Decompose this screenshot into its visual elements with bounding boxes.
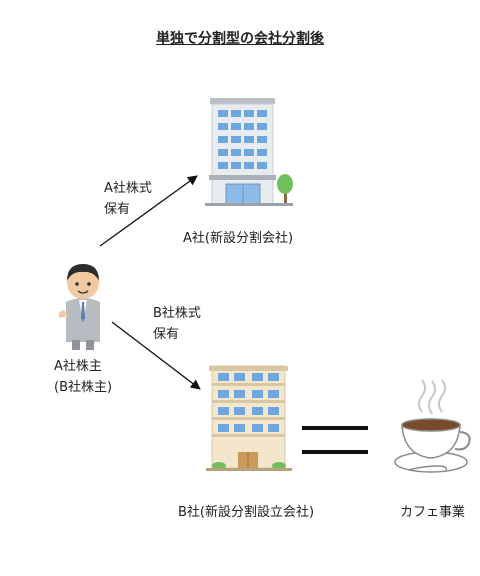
shareholder-label: A社株主 (B社株主) — [54, 356, 112, 398]
shareholder-label-line1: A社株主 — [54, 359, 102, 374]
office-building-icon — [205, 98, 293, 206]
b-shares-label: B社株式 保有 — [153, 303, 201, 345]
a-shares-label: A社株式 保有 — [104, 178, 152, 220]
company-a-label: A社(新設分割会社) — [183, 231, 294, 246]
apartment-building-icon — [206, 365, 292, 471]
shareholder-label-line2: (B社株主) — [54, 380, 113, 395]
page-title: 単独で分割型の会社分割後 — [156, 31, 324, 47]
equals-icon — [302, 426, 368, 454]
a-shares-label-line1: A社株式 — [104, 181, 152, 196]
b-shares-label-line2: 保有 — [153, 327, 180, 342]
arrow-to-company-b — [111, 321, 201, 390]
arrow-to-company-a — [99, 175, 198, 247]
coffee-cup-icon — [394, 379, 471, 473]
a-shares-label-line2: 保有 — [104, 202, 131, 217]
company-b-label: B社(新設分割設立会社) — [178, 505, 315, 520]
b-shares-label-line1: B社株式 — [153, 306, 201, 321]
business-label: カフェ事業 — [400, 505, 466, 520]
businessman-icon — [58, 264, 100, 350]
